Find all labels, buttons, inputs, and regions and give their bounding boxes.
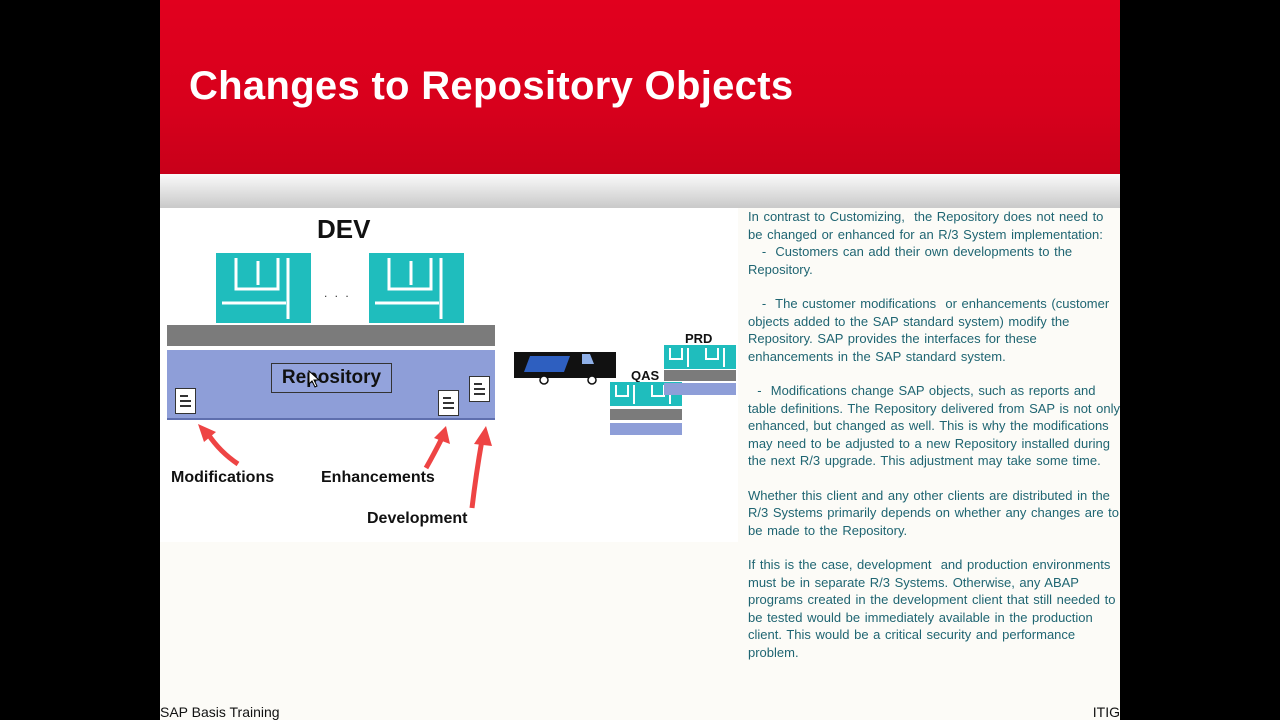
paragraph: - Customers can add their own developmen… bbox=[748, 244, 1077, 277]
client-icon bbox=[369, 253, 464, 323]
explanation-text-panel: In contrast to Customizing, the Reposito… bbox=[748, 208, 1120, 720]
transport-truck-icon bbox=[514, 352, 616, 385]
mouse-cursor-icon bbox=[308, 370, 321, 388]
paragraph: - Modifications change SAP objects, such… bbox=[748, 383, 1120, 468]
slide-title: Changes to Repository Objects bbox=[189, 64, 794, 108]
slide: Changes to Repository Objects DEV . . . … bbox=[160, 0, 1120, 720]
footer-right-text: ITIG bbox=[1092, 704, 1120, 720]
document-icon bbox=[175, 388, 196, 414]
paragraph: Whether this client and any other client… bbox=[748, 487, 1120, 538]
document-icon bbox=[469, 376, 490, 402]
prd-system-label: PRD bbox=[685, 331, 713, 346]
ellipsis: . . . bbox=[324, 286, 351, 300]
client-layer-bar bbox=[167, 325, 495, 346]
modifications-arrow-icon bbox=[198, 424, 240, 467]
development-label: Development bbox=[367, 510, 468, 527]
slide-header: Changes to Repository Objects bbox=[160, 0, 1120, 174]
enhancements-arrow-icon bbox=[423, 426, 450, 470]
header-divider-bar bbox=[160, 174, 1120, 208]
enhancements-label: Enhancements bbox=[321, 469, 435, 486]
paragraph: If this is the case, development and pro… bbox=[748, 557, 1120, 660]
development-arrow-icon bbox=[469, 426, 492, 509]
modifications-label: Modifications bbox=[171, 469, 275, 486]
client-icon bbox=[216, 253, 311, 323]
paragraph: - The customer modifications or enhancem… bbox=[748, 296, 1114, 364]
repository-label: Repository bbox=[271, 363, 392, 393]
dev-system-label: DEV bbox=[317, 214, 371, 244]
document-icon bbox=[438, 390, 459, 416]
paragraph: In contrast to Customizing, the Reposito… bbox=[748, 209, 1109, 242]
footer-left-text: SAP Basis Training bbox=[160, 704, 280, 720]
qas-system-label: QAS bbox=[631, 368, 660, 383]
